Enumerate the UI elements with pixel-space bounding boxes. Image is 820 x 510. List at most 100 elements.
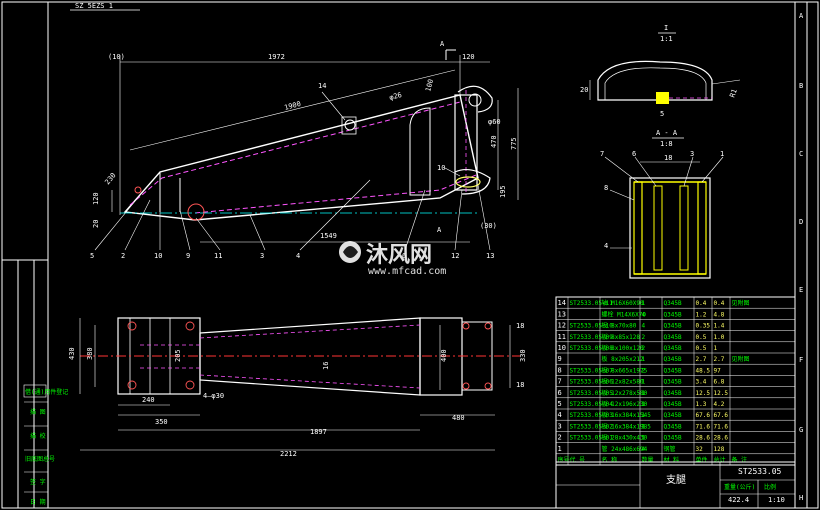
dim-350: 350 bbox=[155, 418, 168, 426]
bom-cell: 2.7 bbox=[714, 356, 725, 363]
bom-cell: 0.5 bbox=[696, 334, 707, 341]
bom-cell: 128 bbox=[714, 446, 725, 453]
dim-18b: 18 bbox=[516, 381, 524, 389]
dim-1549: 1549 bbox=[320, 232, 337, 240]
dim-430: 430 bbox=[68, 347, 76, 360]
left-strip: 借(通)用件登记 描 图 描 校 旧底图总号 签 字 日 期 bbox=[23, 384, 68, 506]
dim-480: 480 bbox=[452, 414, 465, 422]
bom-cell: 管 24x486x694 bbox=[602, 445, 648, 453]
callout-3: 3 bbox=[260, 252, 264, 260]
bom-cell: Q345B bbox=[664, 334, 682, 341]
bom-cell: Q345B bbox=[664, 390, 682, 397]
dim-100: 100 bbox=[424, 78, 435, 92]
dim-775: 775 bbox=[510, 137, 518, 150]
section-mark-bottom: A bbox=[437, 226, 442, 234]
bom-cell: 32 bbox=[696, 446, 704, 453]
bom-cell: 1 bbox=[714, 345, 718, 352]
bom-cell: 4 bbox=[558, 411, 562, 419]
bom-cell: ST2533.05-07 bbox=[570, 367, 614, 374]
section-aa-callout-4: 4 bbox=[604, 242, 608, 250]
callout-2: 2 bbox=[121, 252, 125, 260]
bom-cell: 4 bbox=[642, 311, 646, 318]
bom-cell: ST2533.05-04 bbox=[570, 401, 614, 408]
bom-cell: 5 bbox=[558, 400, 562, 408]
bom-cell: 97 bbox=[714, 367, 722, 374]
section-mark-top: A bbox=[440, 40, 445, 48]
callout-14: 14 bbox=[318, 82, 326, 90]
section-i: I 1:1 20 5 R1 bbox=[580, 24, 741, 118]
bom-cell: Q345B bbox=[664, 379, 682, 386]
bom-cell: ST2533.05-09 bbox=[570, 334, 614, 341]
part-weight: 422.4 bbox=[728, 496, 749, 504]
callout-6: 6 bbox=[402, 252, 406, 260]
zone-letter-b: B bbox=[799, 82, 803, 90]
section-aa-dim-18: 18 bbox=[664, 154, 672, 162]
dim-195: 195 bbox=[499, 185, 507, 198]
dim-phi60: φ60 bbox=[488, 118, 501, 126]
bom-cell: ST2533.05-05 bbox=[570, 390, 614, 397]
part-scale: 1:10 bbox=[768, 496, 785, 504]
dim-230: 230 bbox=[103, 171, 117, 186]
bom-cell: 板 8x205x212 bbox=[602, 355, 645, 363]
bom-header-cell: 序号 bbox=[558, 456, 570, 464]
bom-cell: 48.5 bbox=[696, 367, 711, 374]
bom-cell: Q345B bbox=[664, 345, 682, 352]
dim-1972: 1972 bbox=[268, 53, 285, 61]
section-aa-label: A - A bbox=[656, 129, 678, 137]
bom-header-cell: 数量 bbox=[642, 456, 654, 464]
callout-9: 9 bbox=[186, 252, 190, 260]
bom-cell: Q345B bbox=[664, 423, 682, 430]
section-aa-scale: 1:8 bbox=[660, 140, 673, 148]
bom-cell: 1 bbox=[642, 423, 646, 430]
callout-10: 10 bbox=[437, 164, 445, 172]
dim-240: 240 bbox=[142, 396, 155, 404]
bom-cell: 板 8x70x80 bbox=[602, 322, 637, 330]
bom-cell: Q345B bbox=[664, 367, 682, 374]
bom-cell: 板 12x82x580 bbox=[602, 378, 645, 386]
dim-470: 470 bbox=[490, 135, 498, 148]
bom-cell: ST2533.05-11 bbox=[570, 300, 614, 307]
top-left-stamp: SZ 5EZS 1 bbox=[75, 2, 113, 10]
bom-cell: Q345B bbox=[664, 412, 682, 419]
callout-13: 13 bbox=[486, 252, 494, 260]
bom-cell: 71.6 bbox=[714, 423, 729, 430]
bom-cell: 71.6 bbox=[696, 423, 711, 430]
bom-cell: 板 12x196x230 bbox=[602, 400, 648, 408]
bom-cell: 轴 M16X60X90 bbox=[602, 299, 645, 307]
zone-letter-a: A bbox=[799, 12, 804, 20]
bom-cell: Q345B bbox=[664, 401, 682, 408]
drawing-number: ST2533.05 bbox=[738, 467, 782, 476]
dim-10: (10) bbox=[108, 53, 125, 61]
bom-header-cell: 备 注 bbox=[732, 456, 748, 464]
section-i-dim-5: 5 bbox=[660, 110, 664, 118]
elevation-view: 1972 (10) 1900 120 470 775 195 (30) 120 … bbox=[90, 40, 519, 260]
strip-label-3: 描 校 bbox=[30, 432, 46, 440]
watermark-url: www.mfcad.com bbox=[368, 266, 446, 277]
bom-cell: 1 bbox=[642, 401, 646, 408]
bom-header-cell: 材 料 bbox=[664, 456, 680, 464]
dim-205: 205 bbox=[174, 349, 182, 362]
zone-letter-e: E bbox=[799, 286, 803, 294]
bom-cell: 13 bbox=[558, 310, 566, 318]
zone-letter-h: H bbox=[799, 494, 803, 502]
bom-cell: 1.2 bbox=[696, 311, 707, 318]
dim-16: 16 bbox=[322, 362, 330, 370]
dim-120b: 120 bbox=[92, 192, 100, 205]
callout-5: 5 bbox=[90, 252, 94, 260]
section-aa-callout-8: 8 bbox=[604, 184, 608, 192]
strip-label-2: 描 图 bbox=[30, 408, 46, 416]
bom-cell: 28.6 bbox=[696, 435, 711, 442]
bom-header-cell: 名 称 bbox=[602, 456, 618, 464]
strip-label-6: 日 期 bbox=[30, 498, 46, 506]
bom-cell: 2.7 bbox=[696, 356, 707, 363]
bom-cell: 1 bbox=[642, 300, 646, 307]
section-i-dim-20: 20 bbox=[580, 86, 588, 94]
callout-12: 12 bbox=[451, 252, 459, 260]
zone-letter-c: C bbox=[799, 150, 803, 158]
bom-cell: 1 bbox=[558, 445, 562, 453]
bom-cell: 1.4 bbox=[714, 323, 725, 330]
bom-cell: 1.0 bbox=[714, 334, 725, 341]
dim-120: 120 bbox=[462, 53, 475, 61]
part-name: 支腿 bbox=[666, 474, 686, 486]
bom-cell: 12.5 bbox=[714, 390, 729, 397]
